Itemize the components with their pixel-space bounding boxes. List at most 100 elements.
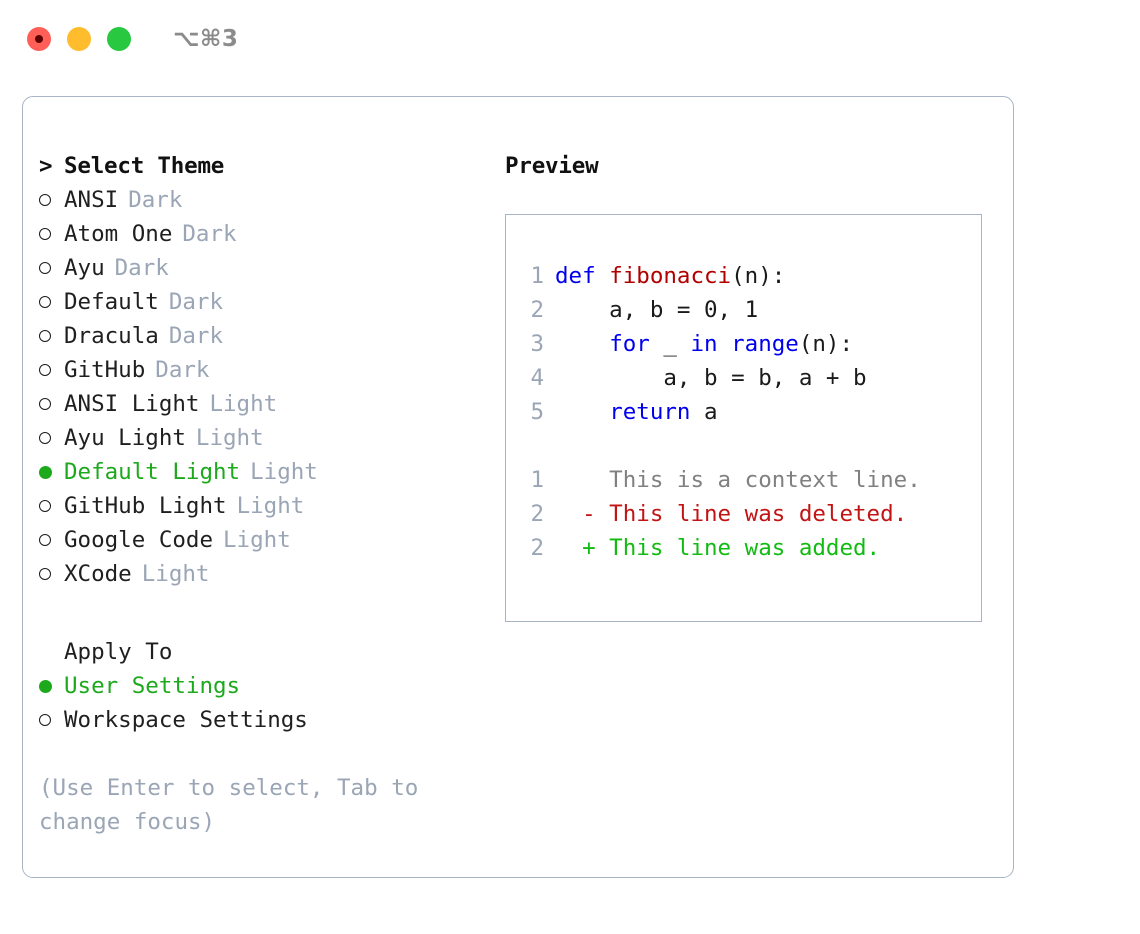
- radio-dot: [39, 679, 52, 693]
- maximize-window-button[interactable]: [107, 27, 131, 51]
- code-token: fibonacci: [609, 263, 732, 289]
- diff-line-text: + This line was added.: [555, 535, 881, 561]
- radio-unselected-icon: [39, 330, 64, 342]
- code-line-text: def fibonacci(n):: [544, 263, 785, 289]
- radio-unselected-icon: [39, 364, 64, 376]
- code-line-text: for _ in range(n):: [544, 331, 853, 357]
- theme-option-name: ANSI: [64, 187, 119, 213]
- radio-unselected-icon: [39, 714, 64, 726]
- code-line: 2 a, b = 0, 1: [506, 293, 981, 327]
- theme-option-tag: Dark: [128, 187, 183, 213]
- theme-option-name: GitHub Light: [64, 493, 227, 519]
- theme-option-tag: Light: [209, 391, 278, 417]
- theme-option-tag: Dark: [168, 289, 224, 315]
- theme-option[interactable]: XCode Light: [39, 557, 493, 591]
- theme-option-tag: Light: [236, 493, 305, 519]
- radio-dot: [39, 364, 51, 376]
- radio-unselected-icon: [39, 194, 64, 206]
- radio-dot: [39, 500, 51, 512]
- theme-option-tag: Dark: [182, 221, 237, 247]
- theme-option-name: Atom One: [64, 221, 173, 247]
- radio-dot: [39, 398, 51, 410]
- radio-unselected-icon: [39, 262, 64, 274]
- code-token: [718, 331, 732, 357]
- radio-dot: [39, 432, 51, 444]
- radio-selected-icon: [39, 465, 64, 479]
- code-token: [555, 331, 609, 357]
- radio-dot: [39, 714, 51, 726]
- theme-option-tag: Light: [223, 527, 291, 553]
- radio-dot: [39, 534, 51, 546]
- keyboard-hint: (Use Enter to select, Tab to change focu…: [39, 775, 419, 835]
- code-spacer: [506, 429, 981, 463]
- theme-option[interactable]: Google Code Light: [39, 523, 493, 557]
- theme-option-name: Google Code: [64, 527, 214, 553]
- code-line-text: a, b = 0, 1: [544, 297, 758, 323]
- theme-option-name: Default Light: [64, 459, 241, 485]
- code-token: a, b = 0, 1: [555, 297, 759, 323]
- theme-option[interactable]: Default Light Light: [39, 455, 493, 489]
- close-window-button[interactable]: [27, 27, 51, 51]
- theme-option-tag: Dark: [168, 323, 224, 349]
- apply-to-option-name: Workspace Settings: [64, 707, 308, 733]
- theme-option-tag: Dark: [114, 255, 169, 281]
- code-line-text: return a: [544, 399, 717, 425]
- theme-option[interactable]: ANSI Dark: [39, 183, 493, 217]
- theme-option-tag: Light: [141, 561, 210, 587]
- radio-unselected-icon: [39, 296, 64, 308]
- diff-sample: 1 This is a context line. 2 - This line w…: [506, 463, 981, 565]
- radio-dot: [39, 568, 51, 580]
- code-token: [555, 399, 609, 425]
- diff-line: 2 - This line was deleted.: [506, 497, 981, 531]
- radio-dot: [39, 262, 51, 274]
- apply-to-option[interactable]: Workspace Settings: [39, 703, 493, 737]
- apply-to-option-name: User Settings: [64, 673, 241, 699]
- theme-option-tag: Light: [195, 425, 264, 451]
- diff-line-number: 1: [530, 467, 544, 493]
- radio-unselected-icon: [39, 568, 64, 580]
- minimize-window-button[interactable]: [67, 27, 91, 51]
- theme-option[interactable]: Ayu Light Light: [39, 421, 493, 455]
- theme-option-tag: Light: [250, 459, 318, 485]
- code-line: 5 return a: [506, 395, 981, 429]
- code-line-number: 4: [530, 365, 544, 391]
- theme-option[interactable]: Default Dark: [39, 285, 493, 319]
- radio-selected-icon: [39, 679, 64, 693]
- diff-line-number: 2: [530, 501, 544, 527]
- radio-dot: [39, 296, 51, 308]
- theme-option-name: Default: [64, 289, 159, 315]
- diff-line-number: 2: [530, 535, 544, 561]
- code-token: def: [555, 263, 610, 289]
- theme-option[interactable]: Atom One Dark: [39, 217, 493, 251]
- code-token: return: [609, 399, 691, 425]
- code-token: a, b = b, a + b: [555, 365, 867, 391]
- radio-unselected-icon: [39, 398, 64, 410]
- apply-to-option[interactable]: User Settings: [39, 669, 493, 703]
- code-line-number: 5: [530, 399, 544, 425]
- radio-unselected-icon: [39, 228, 64, 240]
- theme-option[interactable]: GitHub Light Light: [39, 489, 493, 523]
- code-line: 3 for _ in range(n):: [506, 327, 981, 361]
- diff-line-text: This is a context line.: [555, 467, 921, 493]
- theme-option-name: GitHub: [64, 357, 146, 383]
- theme-option-name: Ayu Light: [64, 425, 186, 451]
- code-line-text: a, b = b, a + b: [544, 365, 867, 391]
- code-token: _: [649, 331, 691, 357]
- theme-option-name: XCode: [64, 561, 132, 587]
- caret-icon: >: [39, 153, 53, 179]
- select-theme-label: Select Theme: [64, 153, 225, 179]
- radio-unselected-icon: [39, 500, 64, 512]
- preview-title: Preview: [505, 153, 599, 179]
